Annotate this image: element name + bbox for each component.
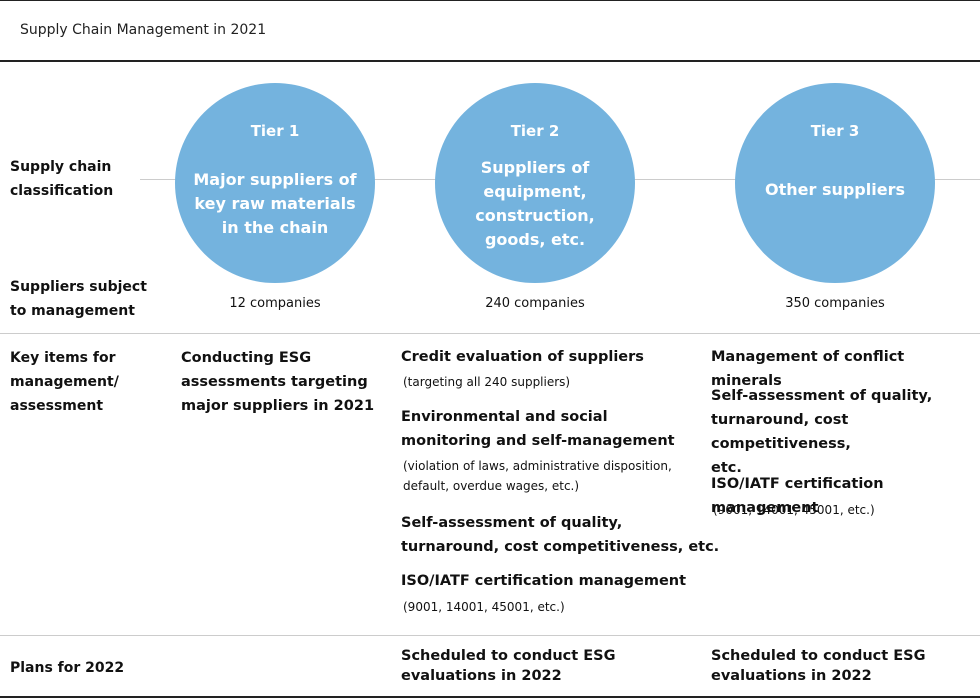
- plan-line: evaluations in 2022: [401, 668, 562, 684]
- desc-line: equipment,: [483, 182, 587, 201]
- tier3-note-iso: (9001, 14001, 45001, etc.): [713, 503, 875, 517]
- row-label-line: to management: [10, 303, 135, 319]
- tier2-count: 240 companies: [485, 296, 585, 311]
- item-line: Self-assessment of quality,: [401, 515, 623, 531]
- item-line: turnaround, cost competitiveness, etc.: [401, 539, 720, 555]
- row-label-line: Supply chain: [10, 159, 112, 175]
- tier2-item-iso: ISO/IATF certification management: [401, 573, 687, 589]
- tier3-item-iso: ISO/IATF certification management: [711, 476, 884, 516]
- row-label-line: management/: [10, 374, 119, 390]
- divider-key-items: [0, 333, 980, 334]
- row-label-line: assessment: [10, 398, 104, 414]
- desc-line: construction,: [475, 206, 595, 225]
- row-label-line: Key items for: [10, 350, 116, 366]
- item-line: Conducting ESG: [181, 350, 312, 366]
- tier2-note-iso: (9001, 14001, 45001, etc.): [403, 600, 565, 614]
- tier2-note-credit: (targeting all 240 suppliers): [403, 375, 571, 389]
- page-title: Supply Chain Management in 2021: [20, 22, 267, 38]
- tier1-count: 12 companies: [229, 296, 321, 311]
- row-label-line: Suppliers subject: [10, 279, 147, 295]
- tier2-item-self: Self-assessment of quality, turnaround, …: [401, 511, 719, 559]
- tier3-item-conflict: Management of conflict minerals: [711, 349, 905, 389]
- tier3-count: 350 companies: [785, 296, 885, 311]
- item-line: turnaround, cost competitiveness,: [711, 412, 851, 452]
- tier1-name: Tier 1: [250, 122, 300, 140]
- row-label-subject: Suppliers subject to management: [10, 275, 147, 323]
- tier2-item-credit: Credit evaluation of suppliers: [401, 349, 644, 365]
- tier3-item-self: Self-assessment of quality, turnaround, …: [711, 384, 980, 480]
- divider-plans: [0, 635, 980, 636]
- tier3-description: Other suppliers: [735, 178, 935, 202]
- item-line: etc.: [711, 460, 742, 476]
- plan-line: evaluations in 2022: [711, 668, 872, 684]
- tier2-note-env: (violation of laws, administrative dispo…: [403, 456, 672, 496]
- tier2-description: Suppliers of equipment, construction, go…: [435, 156, 635, 252]
- plan-line: Scheduled to conduct ESG: [401, 648, 616, 664]
- desc-line: Major suppliers of: [193, 170, 357, 189]
- row-label-line: classification: [10, 183, 114, 199]
- tier2-plan: Scheduled to conduct ESG evaluations in …: [401, 646, 615, 686]
- item-line: Environmental and social: [401, 409, 608, 425]
- desc-line: Other suppliers: [764, 180, 905, 199]
- tier3-name: Tier 3: [810, 122, 860, 140]
- desc-line: goods, etc.: [484, 230, 586, 249]
- tier2-item-env: Environmental and social monitoring and …: [401, 405, 675, 453]
- item-line: monitoring and self-management: [401, 433, 675, 449]
- tier3-circle: Tier 3 Other suppliers: [735, 83, 935, 283]
- note-line: (violation of laws, administrative dispo…: [403, 459, 672, 473]
- tier1-description: Major suppliers of key raw materials in …: [175, 168, 375, 240]
- item-line: assessments targeting: [181, 374, 368, 390]
- divider-bottom: [0, 696, 980, 698]
- tier1-key-item: Conducting ESG assessments targeting maj…: [181, 346, 374, 418]
- tier2-name: Tier 2: [510, 122, 560, 140]
- item-line: major suppliers in 2021: [181, 398, 375, 414]
- row-label-classification: Supply chain classification: [10, 155, 113, 203]
- item-line: Self-assessment of quality,: [711, 388, 933, 404]
- row-label-plans: Plans for 2022: [10, 660, 125, 676]
- row-label-key-items: Key items for management/ assessment: [10, 346, 119, 418]
- tier2-circle: Tier 2 Suppliers of equipment, construct…: [435, 83, 635, 283]
- tier1-circle: Tier 1 Major suppliers of key raw materi…: [175, 83, 375, 283]
- note-line: default, overdue wages, etc.): [403, 479, 580, 493]
- desc-line: in the chain: [221, 218, 329, 237]
- plan-line: Scheduled to conduct ESG: [711, 648, 926, 664]
- tier3-plan: Scheduled to conduct ESG evaluations in …: [711, 646, 925, 686]
- desc-line: key raw materials: [194, 194, 356, 213]
- desc-line: Suppliers of: [480, 158, 590, 177]
- title-bar: Supply Chain Management in 2021: [0, 0, 980, 62]
